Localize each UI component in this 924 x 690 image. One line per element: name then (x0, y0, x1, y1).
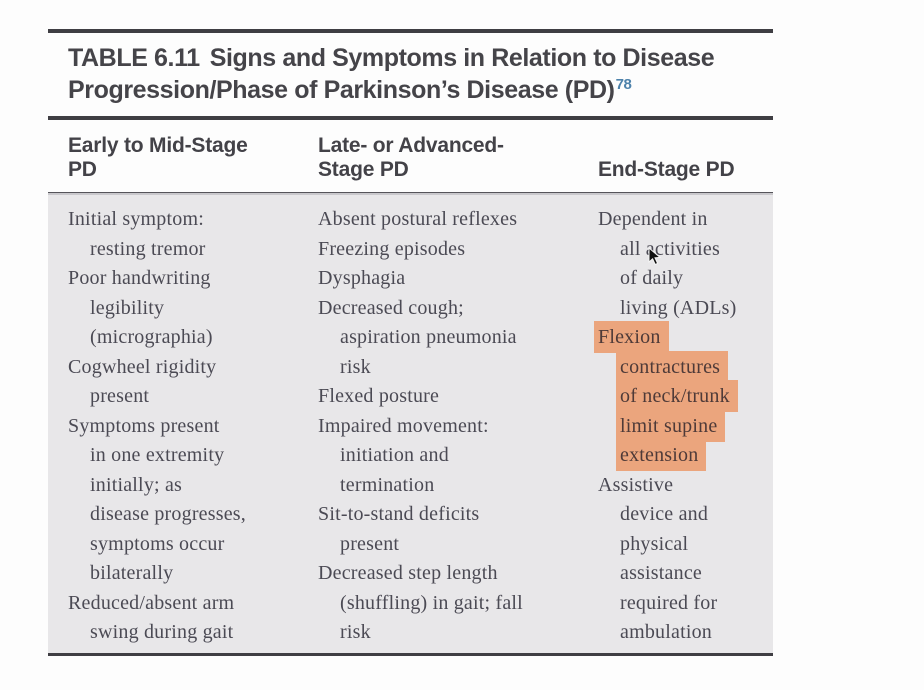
table-cell-line: Symptoms present (68, 414, 220, 437)
table-cell-line: Impaired movement: (318, 414, 489, 437)
table-column-end-stage: Dependent in all activities of daily living… (594, 205, 773, 648)
table-number: TABLE 6.11 (68, 44, 200, 72)
table-caption-line-1: TABLE 6.11 Signs and Symptoms in Relation… (68, 42, 773, 74)
column-header-end-stage: End-Stage PD (598, 158, 773, 182)
table-cell-line: legibility (90, 296, 165, 319)
column-header-line: Late- or Advanced- (318, 134, 504, 157)
header-rule (48, 192, 773, 195)
table-cell-line: Decreased cough; (318, 296, 464, 319)
table-cell-line: all activities (620, 237, 720, 260)
table-cell-line: Freezing episodes (318, 237, 466, 260)
footnote-reference: 78 (615, 75, 632, 93)
table-cell-line: ambulation (620, 621, 712, 643)
table-cell-line: in one extremity (90, 444, 225, 466)
table-cell-line: Assistive (598, 473, 674, 496)
highlighted-text: Flexion (594, 321, 669, 353)
table-cell-line: physical (620, 532, 689, 555)
table-cell-line: Dependent in (598, 208, 708, 230)
table-caption-line-2: Progression/Phase of Parkinson’s Disease… (68, 74, 773, 106)
table-cell-line: living (ADLs) (620, 296, 737, 319)
table-cell-line: Dysphagia (318, 267, 406, 289)
table-caption: TABLE 6.11 Signs and Symptoms in Relation… (48, 33, 773, 116)
table-cell-line: Absent postural reflexes (318, 208, 518, 230)
table-cell-line: present (90, 385, 150, 407)
table-cell-line: termination (340, 473, 435, 496)
table-cell-line: bilaterally (90, 562, 174, 584)
top-rule (48, 29, 773, 33)
table-cell-line: Flexed posture (318, 385, 440, 407)
table-cell-line: of daily (620, 267, 684, 289)
table-cell-line: Decreased step length (318, 562, 498, 584)
highlighted-text: of neck/trunk (616, 380, 738, 412)
table-cell-line: assistance (620, 562, 702, 584)
table-cell-line: present (340, 532, 400, 555)
table-cell-line: Cogwheel rigidity (68, 355, 217, 378)
table-cell-line: disease progresses, (90, 503, 246, 525)
column-header-late-advanced-stage: Late- or Advanced-Stage PD (318, 134, 598, 182)
table-cell-line: of neck/trunk (598, 380, 773, 412)
table-cell-line: aspiration pneumonia (340, 326, 517, 348)
table-cell-line: risk (340, 621, 371, 643)
table-cell-line: Poor handwriting (68, 267, 211, 289)
table-title-text: Signs and Symptoms in Relation to Diseas… (209, 44, 715, 72)
highlighted-text: contractures (616, 350, 729, 383)
table-6-11: TABLE 6.11 Signs and Symptoms in Relation… (48, 29, 773, 656)
table-cell-line: Flexion (594, 321, 773, 353)
table-cell-line: swing during gait (90, 621, 234, 643)
mid-rule (48, 116, 773, 120)
table-title-text-2: Progression/Phase of Parkinson’s Disease… (68, 76, 615, 104)
table-cell-line: limit supine (598, 409, 773, 442)
table-cell-line: extension (598, 439, 773, 471)
column-header-line: Stage PD (318, 158, 409, 181)
table-cell-line: Initial symptom: (68, 208, 204, 230)
highlighted-text: extension (616, 439, 707, 471)
table-cell-line: Sit-to-stand deficits (318, 503, 480, 525)
table-cell-line: contractures (598, 350, 773, 383)
table-cell-line: resting tremor (90, 237, 206, 260)
table-cell-line: initiation and (340, 444, 449, 466)
table-cell-line: required for (620, 591, 718, 614)
table-cell-line: risk (340, 355, 371, 378)
table-cell-line: (micrographia) (90, 326, 213, 348)
table-cell-line: symptoms occur (90, 532, 225, 555)
table-cell-line: initially; as (90, 473, 183, 496)
column-header-line: End-Stage PD (598, 158, 735, 181)
table-cell-line: Reduced/absent arm (68, 591, 235, 614)
column-header-line: Early to Mid-Stage (68, 134, 248, 157)
column-header-line: PD (68, 158, 97, 181)
table-cell-line: (shuffling) in gait; fall (340, 591, 523, 614)
highlighted-text: limit supine (616, 409, 726, 442)
bottom-rule (48, 652, 773, 656)
table-cell-line: device and (620, 503, 709, 525)
